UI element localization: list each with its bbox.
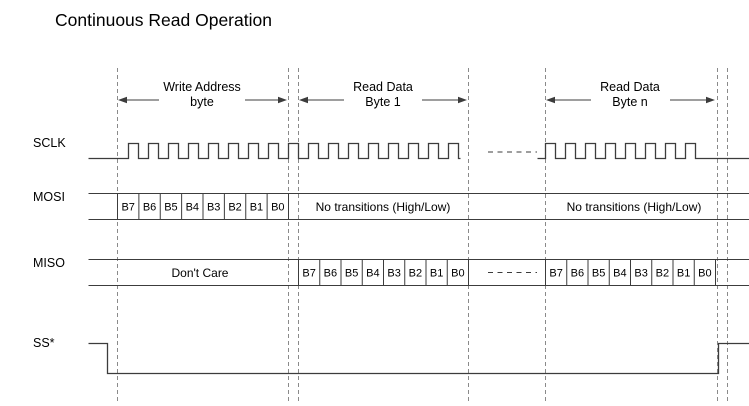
bit-label: B1 bbox=[677, 268, 690, 280]
arrow-left-icon bbox=[299, 96, 308, 104]
signal-label-ss: SS* bbox=[33, 336, 55, 350]
bit-label: B6 bbox=[571, 268, 584, 280]
bit-label: B1 bbox=[250, 202, 263, 214]
bit-label: B4 bbox=[186, 202, 199, 214]
bit-label: B3 bbox=[634, 268, 647, 280]
arrow-left-icon bbox=[118, 96, 127, 104]
bit-label: B2 bbox=[409, 268, 422, 280]
signal-label-sclk: SCLK bbox=[33, 136, 66, 150]
bit-label: B4 bbox=[613, 268, 626, 280]
bit-label: B2 bbox=[656, 268, 669, 280]
arrow-left-icon bbox=[546, 96, 555, 104]
phase-label-read-byten: Read Data Byte n bbox=[546, 80, 715, 109]
mosi-no-transitions-byten: No transitions (High/Low) bbox=[567, 200, 702, 214]
phase-label-read-byte1: Read Data Byte 1 bbox=[299, 80, 467, 109]
arrow-right-icon bbox=[458, 96, 467, 104]
miso-byte1-bit-cells: B7 B6 B5 B4 B3 B2 B1 B0 bbox=[298, 259, 469, 286]
miso-byten-bit-cells: B7 B6 B5 B4 B3 B2 B1 B0 bbox=[545, 259, 716, 286]
miso-bus: Don't Care B7 B6 B5 B4 B3 B2 B1 B0 B7 B6 B5 B4 B3 B2… bbox=[88, 258, 749, 287]
bit-label: B5 bbox=[345, 268, 358, 280]
sclk-pulse-train-1 bbox=[88, 142, 461, 160]
bit-label: B6 bbox=[324, 268, 337, 280]
bit-label: B7 bbox=[302, 268, 315, 280]
mosi-no-transitions-byte1: No transitions (High/Low) bbox=[316, 200, 451, 214]
phase-boundaries bbox=[117, 68, 728, 403]
sclk-waveform bbox=[88, 142, 749, 160]
ss-waveform bbox=[88, 342, 749, 375]
bit-label: B1 bbox=[430, 268, 443, 280]
bit-label: B6 bbox=[143, 202, 156, 214]
bit-label: B2 bbox=[228, 202, 241, 214]
signal-label-miso: MISO bbox=[33, 256, 65, 270]
miso-dont-care: Don't Care bbox=[172, 266, 229, 280]
phase-label-line2: Byte 1 bbox=[365, 95, 400, 109]
phase-label-line2: Byte n bbox=[612, 95, 647, 109]
mosi-bus: B7 B6 B5 B4 B3 B2 B1 B0 No transitions (High/Lo… bbox=[88, 192, 749, 221]
phase-label-line1: Write Address bbox=[163, 80, 241, 94]
phase-label-line1: Read Data bbox=[353, 80, 413, 94]
mosi-address-bit-cells: B7 B6 B5 B4 B3 B2 B1 B0 bbox=[117, 193, 289, 220]
bit-label: B3 bbox=[387, 268, 400, 280]
signal-label-mosi: MOSI bbox=[33, 190, 65, 204]
sclk-pulse-train-2 bbox=[537, 142, 749, 160]
phase-label-line2: byte bbox=[190, 95, 214, 109]
arrow-right-icon bbox=[278, 96, 287, 104]
phase-label-line1: Read Data bbox=[600, 80, 660, 94]
bit-label: B7 bbox=[121, 202, 134, 214]
bit-label: B7 bbox=[549, 268, 562, 280]
arrow-right-icon bbox=[706, 96, 715, 104]
diagram-title: Continuous Read Operation bbox=[55, 10, 272, 30]
bit-label: B4 bbox=[366, 268, 379, 280]
bit-label: B5 bbox=[164, 202, 177, 214]
bit-label: B3 bbox=[207, 202, 220, 214]
bit-label: B0 bbox=[271, 202, 284, 214]
phase-label-write-address: Write Address byte bbox=[118, 80, 287, 109]
bit-label: B0 bbox=[451, 268, 464, 280]
bit-label: B0 bbox=[698, 268, 711, 280]
bit-label: B5 bbox=[592, 268, 605, 280]
